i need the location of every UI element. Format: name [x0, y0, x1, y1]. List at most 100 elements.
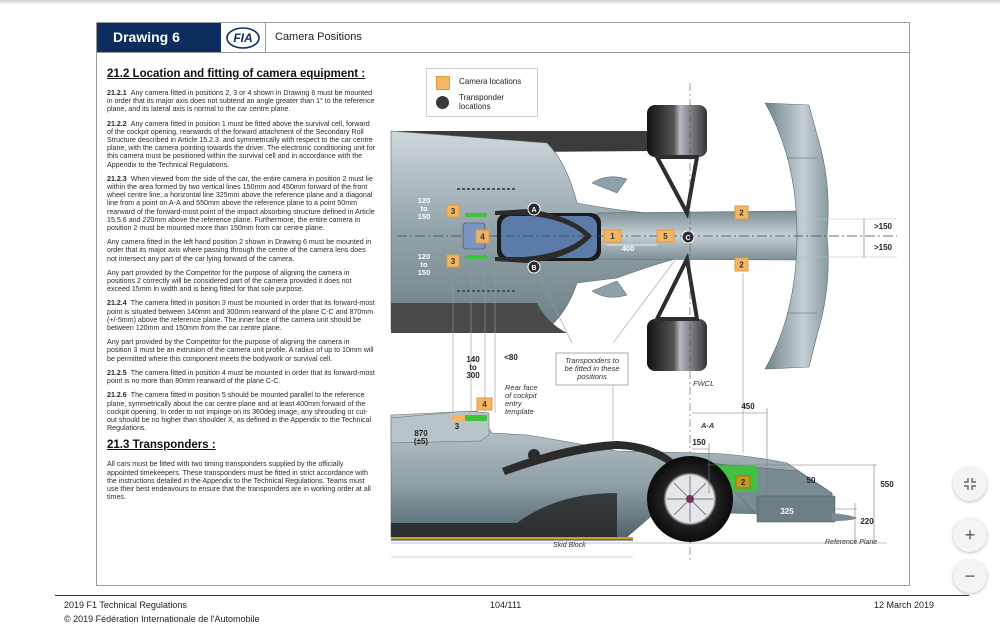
zoom-in-button[interactable]: +	[953, 518, 987, 552]
svg-text:300: 300	[466, 371, 480, 380]
fia-logo: FIA	[221, 23, 266, 52]
paragraph-number: 21.2.3	[107, 174, 127, 183]
svg-text:3: 3	[451, 257, 456, 266]
camera-3-bottom: 3	[446, 254, 460, 268]
svg-text:325: 325	[780, 507, 794, 516]
svg-text:A: A	[531, 207, 536, 214]
footer-rule	[55, 595, 969, 596]
paragraph-text: The camera fitted in position 4 must be …	[107, 368, 375, 386]
point-a: A	[527, 202, 541, 216]
svg-text:Rear face: Rear face	[505, 383, 538, 392]
svg-text:450: 450	[741, 402, 755, 411]
paragraph-text: The camera fitted in position 5 should b…	[107, 391, 372, 433]
camera-3-side	[452, 415, 466, 421]
camera-3-side-label: 3	[455, 422, 460, 431]
svg-text:<80: <80	[504, 353, 518, 362]
paragraph-number: 21.2.4	[107, 299, 127, 308]
paragraph-21-2-3-b: Any camera fitted in the left hand posit…	[107, 238, 375, 263]
plan-dimensions: 120 to 150 120 to 150 400	[418, 196, 635, 277]
paragraph-text: Any part provided by the Competitor for …	[107, 268, 352, 294]
transponders-note: Transponders to be fitted in these posit…	[555, 352, 629, 386]
camera-4: 4	[475, 229, 490, 244]
halo	[495, 209, 592, 263]
svg-text:220: 220	[860, 517, 874, 526]
minus-icon: −	[964, 565, 976, 586]
svg-text:400: 400	[622, 244, 635, 253]
svg-text:50: 50	[807, 476, 816, 485]
svg-text:FIA: FIA	[233, 31, 252, 45]
svg-text:Skid Block: Skid Block	[553, 542, 586, 549]
drawing-page: Drawing 6 FIA Camera Positions 21.2 Loca…	[96, 22, 910, 586]
svg-text:to: to	[469, 363, 477, 372]
svg-text:1: 1	[610, 232, 615, 241]
svg-text:150: 150	[692, 438, 706, 447]
paragraph-number: 21.2.2	[107, 119, 127, 128]
footer-date: 12 March 2019	[874, 600, 935, 610]
side-annotations: Rear face of cockpit entry template FWCL…	[505, 379, 877, 549]
camera-2-side: 2	[735, 475, 751, 489]
drawing-number: Drawing 6	[97, 23, 221, 52]
dim-gt150-bottom: >150	[874, 243, 893, 252]
fit-to-page-icon	[964, 478, 976, 490]
paragraph-number: 21.2.5	[107, 368, 127, 377]
front-suspension	[653, 155, 700, 321]
paragraph-text: Any camera fitted in the left hand posit…	[107, 238, 372, 263]
transponder-location-swatch	[436, 96, 449, 109]
svg-text:(±5): (±5)	[414, 437, 429, 446]
footer-document-title: 2019 F1 Technical Regulations	[64, 600, 187, 610]
camera-3-zone-side	[465, 415, 487, 421]
camera-2-bottom: 2	[734, 257, 749, 272]
halo-side	[502, 441, 677, 475]
svg-text:to: to	[420, 204, 427, 213]
cam3-zone-top	[465, 213, 487, 217]
paragraph-text: The camera fitted in position 3 must be …	[107, 299, 375, 333]
svg-text:2: 2	[741, 478, 746, 487]
fit-to-page-button[interactable]	[953, 467, 987, 501]
svg-text:Transponders to: Transponders to	[565, 356, 619, 365]
svg-text:entry: entry	[505, 399, 523, 408]
front-tyre-top	[647, 105, 707, 157]
camera-location-swatch	[436, 76, 450, 90]
camera-positions-drawing: 3 3 4 1 5 2 2 A B C 120 to 150 120 to 15…	[390, 83, 897, 563]
front-wing-plan	[764, 102, 829, 370]
floor-bottom-edge	[391, 303, 567, 333]
skid-block	[391, 537, 633, 540]
regulation-text: 21.2 Location and fitting of camera equi…	[107, 67, 375, 507]
svg-text:140: 140	[466, 355, 480, 364]
paragraph-text: All cars must be fitted with two timing …	[107, 460, 371, 502]
svg-text:be fitted in these: be fitted in these	[564, 364, 619, 373]
paragraph-number: 21.2.1	[107, 89, 127, 97]
plus-icon: +	[964, 524, 976, 545]
drawing-title: Camera Positions	[275, 31, 362, 43]
svg-text:C: C	[685, 235, 690, 242]
paragraph-text: Any camera fitted in positions 2, 3 or 4…	[107, 89, 375, 114]
svg-text:150: 150	[418, 212, 431, 221]
drawing-header: Drawing 6 FIA Camera Positions	[97, 23, 909, 53]
nose-tip	[832, 513, 857, 521]
camera-2-top: 2	[734, 205, 749, 220]
svg-text:2: 2	[739, 209, 744, 218]
point-b: B	[527, 260, 541, 274]
side-dimensions: 140 to 300 <80 870 (±5) 450 150 50 550 3…	[414, 353, 894, 526]
paragraph-text: When viewed from the side of the car, th…	[107, 174, 375, 233]
viewer-top-bar	[0, 0, 1000, 2]
floor-side	[391, 493, 617, 537]
camera-5: 5	[656, 229, 675, 243]
section-heading-21-2: 21.2 Location and fitting of camera equi…	[107, 68, 366, 80]
sidepod-vents	[457, 188, 517, 292]
point-c: C	[681, 230, 695, 244]
svg-text:to: to	[420, 260, 427, 269]
svg-text:5: 5	[663, 232, 668, 241]
svg-text:of cockpit: of cockpit	[505, 391, 538, 400]
svg-text:150: 150	[418, 268, 431, 277]
zoom-out-button[interactable]: −	[953, 559, 987, 593]
plan-view: 3 3 4 1 5 2 2 A B C 120 to 150 120 to 15…	[390, 83, 897, 563]
fia-logo-icon: FIA	[226, 26, 260, 49]
cam3-zone-bottom	[465, 255, 487, 259]
footer-page-number: 104/111	[490, 600, 522, 610]
